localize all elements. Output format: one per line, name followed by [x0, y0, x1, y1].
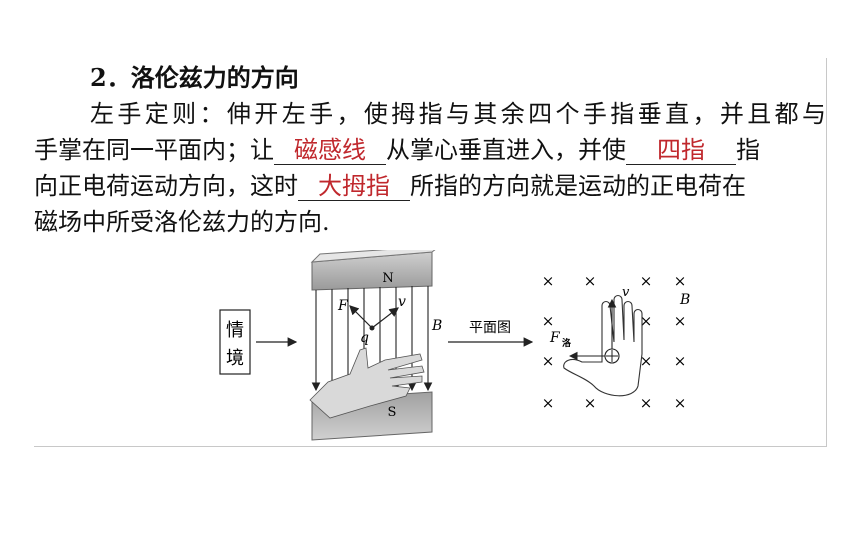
svg-text:×: × [674, 352, 687, 370]
right-label-B: B [679, 292, 690, 308]
svg-text:×: × [584, 394, 597, 412]
situation-box [219, 309, 251, 375]
svg-text:×: × [542, 394, 555, 412]
svg-text:×: × [542, 272, 555, 290]
answer-1: 磁感线 [294, 136, 366, 164]
svg-text:×: × [674, 272, 687, 290]
velocity-vector [371, 307, 399, 329]
section-heading: 2．洛伦兹力的方向 [90, 63, 299, 92]
right-label-v: v [622, 285, 630, 300]
svg-text:×: × [584, 272, 597, 290]
label-B: B [431, 318, 442, 334]
svg-text:×: × [542, 352, 555, 370]
svg-text:×: × [640, 352, 653, 370]
line3-post: 所指的方向就是运动的正电荷在 [410, 172, 746, 200]
answer-3: 大拇指 [318, 172, 390, 200]
situation-label-2: 境 [226, 348, 244, 369]
situation-label-1: 情 [226, 320, 244, 341]
frame-bottom-border [34, 446, 827, 447]
label-q: q [360, 330, 369, 346]
svg-text:×: × [674, 394, 687, 412]
magnetic-field-crosses: × × × × × × × × × × × × × × [542, 272, 687, 412]
label-v: v [398, 294, 406, 310]
svg-text:×: × [542, 312, 555, 330]
magnet-north [310, 250, 436, 291]
left-hand-drawing [309, 347, 425, 419]
palm-outline [563, 294, 643, 397]
paragraph-line-1: 左手定则：伸开左手，使拇指与其余四个手指垂直，并且都与 [90, 98, 826, 130]
paragraph-line-2: 手掌在同一平面内；让磁感线从掌心垂直进入，并使 四指 指 [34, 134, 826, 166]
answer-2: 四指 [657, 136, 705, 164]
line2-pre: 手掌在同一平面内；让 [34, 136, 274, 164]
blank-four-fingers: 四指 [626, 136, 736, 165]
blank-magnetic-field-lines: 磁感线 [274, 136, 386, 165]
paragraph-line-3: 向正电荷运动方向，这时大拇指所指的方向就是运动的正电荷在 [34, 170, 826, 202]
line2-post: 指 [736, 136, 760, 164]
paragraph-line-4: 磁场中所受洛伦兹力的方向. [34, 208, 330, 236]
pole-north: N [382, 271, 393, 286]
pole-south: S [388, 405, 397, 420]
svg-text:×: × [640, 272, 653, 290]
left-hand-rule-figure: 情 境 N S F v q B 平面图 × × × × × × × [219, 250, 690, 441]
frame-right-border [826, 58, 827, 446]
label-F: F [337, 298, 349, 314]
plan-view-label: 平面图 [469, 320, 511, 336]
line2-mid: 从掌心垂直进入，并使 [386, 136, 626, 164]
right-label-F: F [549, 330, 561, 346]
charge-dot [369, 325, 375, 331]
blank-thumb: 大拇指 [298, 172, 410, 201]
svg-text:×: × [674, 312, 687, 330]
line3-pre: 向正电荷运动方向，这时 [34, 172, 298, 200]
svg-text:×: × [640, 312, 653, 330]
force-vector [349, 305, 373, 329]
svg-text:×: × [640, 394, 653, 412]
right-label-F-sub: 洛 [562, 337, 572, 349]
line1-text: 左手定则：伸开左手，使拇指与其余四个手指垂直，并且都与 [90, 100, 826, 128]
